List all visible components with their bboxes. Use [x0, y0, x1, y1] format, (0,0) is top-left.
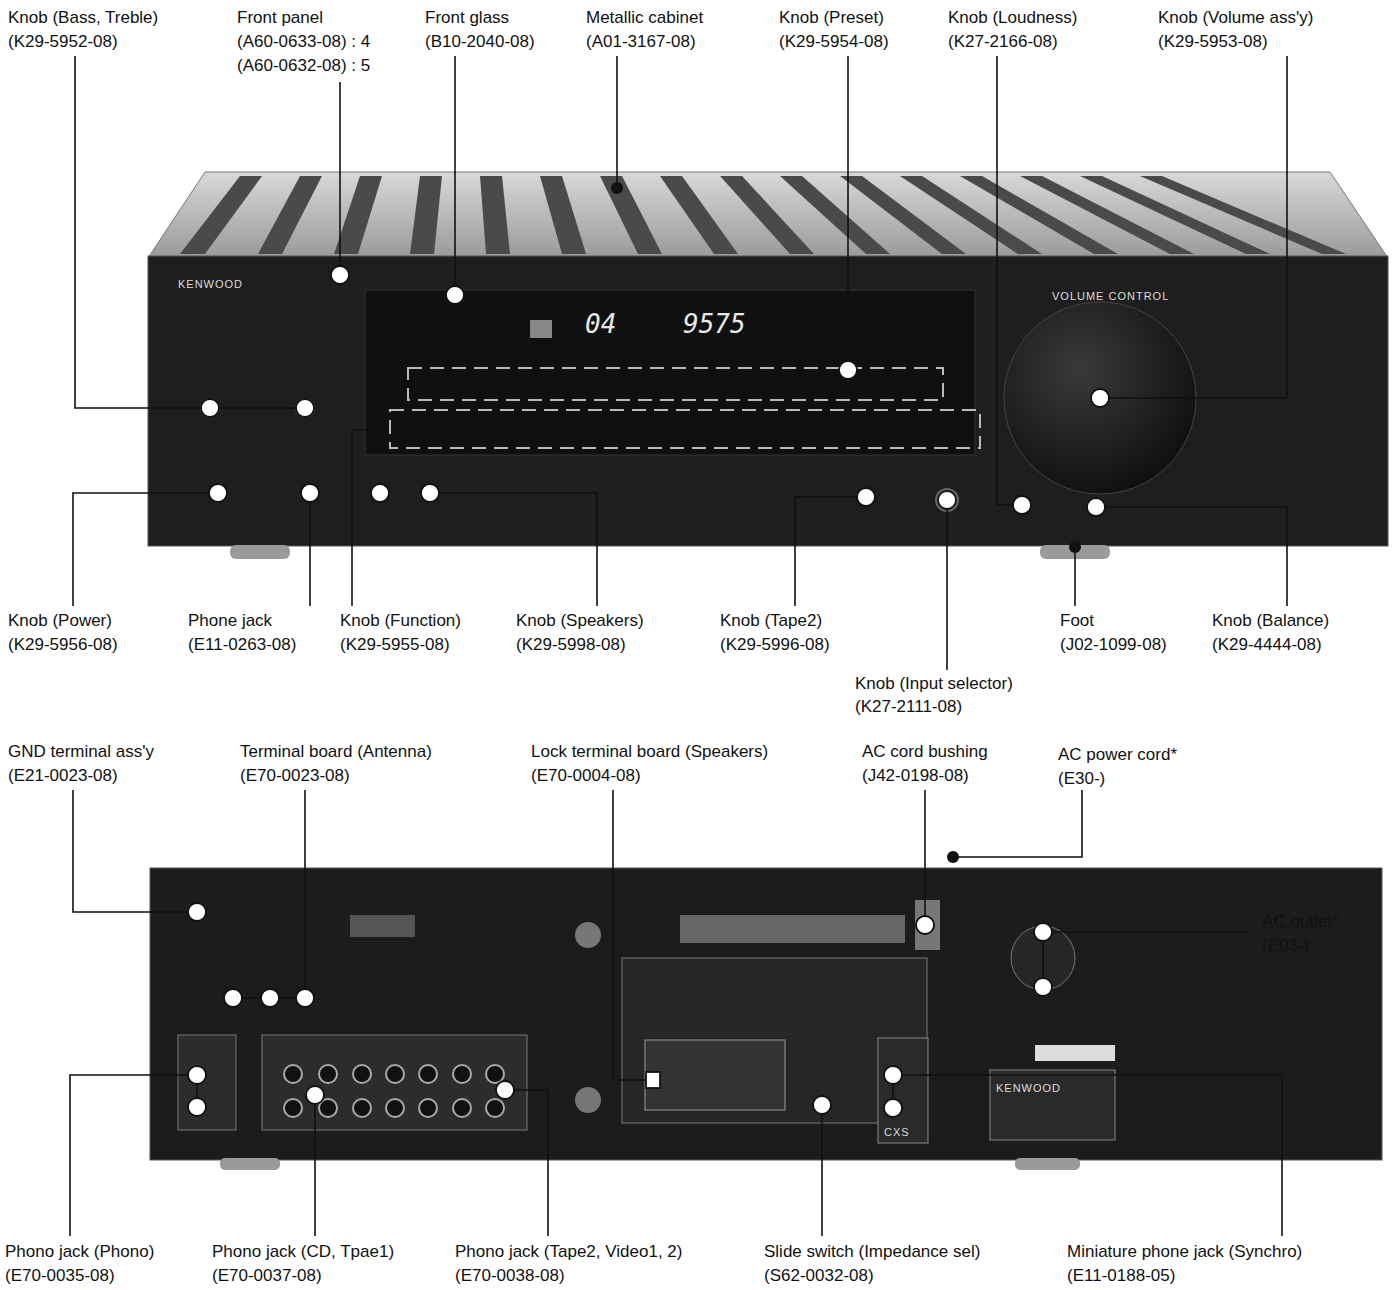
part-number: Foot: [1060, 611, 1094, 631]
brand-logo: KENWOOD: [178, 274, 243, 294]
part-name: (E11-0263-08): [188, 635, 296, 655]
part-name: (E11-0188-05): [1067, 1266, 1175, 1286]
part-number: Knob (Speakers): [516, 611, 644, 631]
part-number: AC outlet*: [1262, 912, 1339, 932]
part-number: Knob (Loudness): [948, 8, 1077, 28]
part-number: Knob (Input selector): [855, 674, 1013, 694]
part-number: Knob (Function): [340, 611, 461, 631]
part-number: Miniature phone jack (Synchro): [1067, 1242, 1302, 1262]
part-name: (K29-5996-08): [720, 635, 830, 655]
part-name: Front panel: [237, 8, 323, 28]
part-name: (J42-0198-08): [862, 766, 969, 786]
part-name: (K29-5953-08): [1158, 32, 1268, 52]
part-name: (K29-5998-08): [516, 635, 626, 655]
part-number: Knob (Tape2): [720, 611, 822, 631]
part-number: Knob (Preset): [779, 8, 884, 28]
part-number: Knob (Volume ass'y): [1158, 8, 1313, 28]
part-number: Phone jack: [188, 611, 272, 631]
display-text: 9575: [683, 314, 746, 334]
part-name: (A01-3167-08): [586, 32, 696, 52]
part-number: Metallic cabinet: [586, 8, 703, 28]
part-number: Phono jack (Phono): [5, 1242, 154, 1262]
part-name: (A60-0632-08) : 5: [237, 56, 370, 76]
part-name: (K27-2166-08): [948, 32, 1058, 52]
part-name: (K27-2111-08): [855, 697, 962, 717]
part-name: (E30-): [1058, 769, 1105, 789]
brand-logo: KENWOOD: [996, 1078, 1061, 1098]
part-number: Knob (Power): [8, 611, 112, 631]
part-number: Front glass: [425, 8, 509, 28]
part-number: AC power cord*: [1058, 745, 1177, 765]
part-number: GND terminal ass'y: [8, 742, 154, 762]
part-number: Slide switch (Impedance sel): [764, 1242, 980, 1262]
panel-marking: VOLUME CONTROL: [1052, 286, 1169, 306]
panel-marking: CXS: [884, 1122, 910, 1142]
part-name: (K29-5956-08): [8, 635, 118, 655]
part-name: (E70-0004-08): [531, 766, 641, 786]
part-number: Terminal board (Antenna): [240, 742, 432, 762]
part-number: Phono jack (CD, Tpae1): [212, 1242, 394, 1262]
part-name: (S62-0032-08): [764, 1266, 874, 1286]
part-number: Lock terminal board (Speakers): [531, 742, 768, 762]
part-name: (J02-1099-08): [1060, 635, 1167, 655]
part-number: (K29-5952-08): [8, 32, 118, 52]
part-number: Phono jack (Tape2, Video1, 2): [455, 1242, 682, 1262]
part-name: (K29-4444-08): [1212, 635, 1322, 655]
part-number: (A60-0633-08) : 4: [237, 32, 370, 52]
part-number: AC cord bushing: [862, 742, 988, 762]
part-name: (E03-): [1262, 936, 1309, 956]
display-text: 04: [585, 314, 616, 334]
part-name: (E70-0038-08): [455, 1266, 565, 1286]
part-name: (E70-0023-08): [240, 766, 350, 786]
part-name: (B10-2040-08): [425, 32, 535, 52]
part-number: Knob (Balance): [1212, 611, 1329, 631]
part-name: (E70-0035-08): [5, 1266, 115, 1286]
part-name: (K29-5954-08): [779, 32, 889, 52]
part-name: (E21-0023-08): [8, 766, 118, 786]
part-name: (K29-5955-08): [340, 635, 450, 655]
part-name: (E70-0037-08): [212, 1266, 322, 1286]
part-name: Knob (Bass, Treble): [8, 8, 158, 28]
